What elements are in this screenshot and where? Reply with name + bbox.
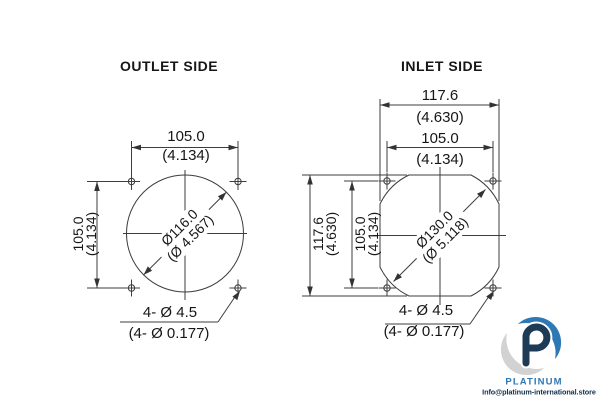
inlet-frame-outline	[379, 174, 500, 297]
inlet-dim-left-outer-label: 117.6 (4.630)	[310, 211, 339, 257]
platinum-brand-text: PLATINUM	[505, 376, 563, 388]
inlet-holes-mm: 4- Ø 4.5	[398, 302, 454, 319]
inlet-dim-left-outer	[302, 174, 407, 297]
inlet-dim-top-inner-inch: (4.134)	[416, 151, 464, 168]
outlet-dim-top-inch: (4.134)	[162, 147, 210, 164]
outlet-dim-top	[131, 141, 239, 174]
inlet-dim-left-inner-inch: (4.134)	[365, 211, 381, 257]
outlet-holes-leader	[120, 291, 240, 323]
outlet-holes-mm: 4- Ø 4.5	[142, 304, 198, 321]
inlet-holes-inch: (4- Ø 0.177)	[383, 323, 465, 340]
inlet-dim-top-inner	[386, 141, 494, 172]
inlet-holes-leader	[385, 291, 494, 325]
logo-p-letter	[522, 323, 551, 367]
inlet-dim-left-inner-label: 105.0 (4.134)	[352, 211, 381, 257]
logo-gray-swirl	[500, 333, 544, 376]
inlet-dim-top-inner-mm: 105.0	[421, 130, 459, 147]
outlet-dim-top-mm: 105.0	[167, 128, 205, 145]
outlet-holes-inch: (4- Ø 0.177)	[128, 325, 210, 342]
inlet-dim-top-outer-mm: 117.6	[421, 87, 459, 104]
outlet-dim-left	[87, 181, 123, 289]
inlet-title: INLET SIDE	[400, 58, 484, 74]
inlet-dim-left-inner	[344, 180, 378, 289]
logo-blue-swirl	[518, 316, 562, 359]
outlet-title: OUTLET SIDE	[119, 58, 219, 74]
inlet-dim-top-outer	[379, 99, 500, 201]
outlet-dim-left-label: 105.0 (4.134)	[70, 211, 99, 257]
inlet-dim-left-outer-inch: (4.630)	[323, 211, 339, 257]
inlet-dim-top-outer-inch: (4.630)	[416, 109, 464, 126]
outlet-dim-left-inch: (4.134)	[83, 211, 99, 257]
platinum-email-text: Info@platinum-international.store	[482, 387, 596, 396]
platinum-logo-icon	[500, 316, 562, 376]
